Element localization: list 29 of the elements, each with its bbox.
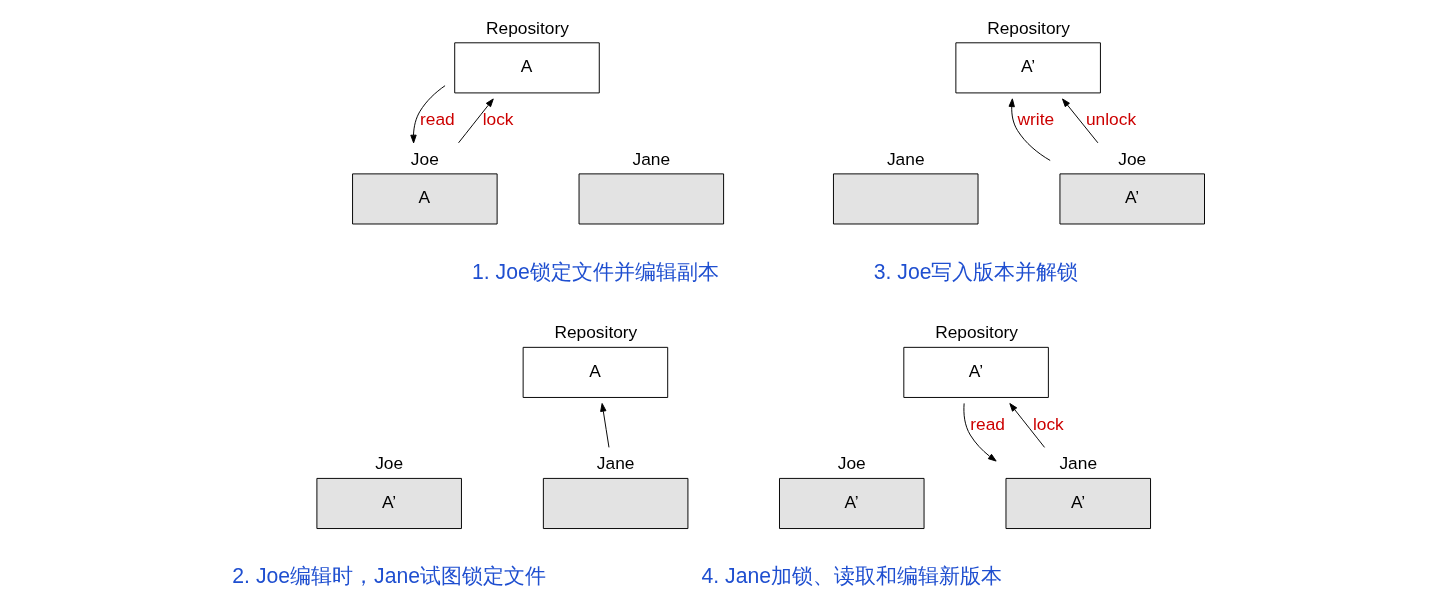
edge-label: read: [970, 413, 1006, 434]
arrow: [1008, 98, 1051, 161]
arrow: [1062, 98, 1099, 144]
edge-label: write: [1017, 109, 1055, 130]
node-label: Joe: [410, 148, 439, 169]
arrow: [410, 85, 446, 144]
node-label: Repository: [987, 17, 1071, 38]
node-label: Joe: [837, 453, 866, 474]
edge-label: unlock: [1085, 109, 1137, 130]
arrow: [1009, 403, 1046, 448]
node-label: Jane: [886, 148, 925, 169]
node-label: Jane: [596, 453, 635, 474]
node-label: Joe: [375, 453, 404, 474]
arrow: [458, 98, 494, 144]
label: 4. Jane加锁、读取和编辑新版本: [701, 564, 1003, 588]
label: 1. Joe锁定文件并编辑副本: [472, 259, 719, 283]
node-label: Jane: [1059, 453, 1098, 474]
node-label: Repository: [935, 322, 1018, 343]
label: 2. Joe编辑时，Jane试图锁定文件: [232, 564, 547, 588]
node-label: Jane: [632, 148, 671, 169]
node-label: Joe: [1118, 148, 1147, 169]
edge-label: read: [420, 109, 455, 130]
node-label: Repository: [486, 17, 569, 38]
arrow: [600, 403, 610, 448]
edge-label: lock: [482, 109, 514, 130]
arrow: [963, 402, 997, 462]
label: 3. Joe写入版本并解锁: [873, 259, 1079, 283]
edge-label: lock: [1032, 413, 1064, 434]
node-label: Repository: [554, 322, 638, 343]
